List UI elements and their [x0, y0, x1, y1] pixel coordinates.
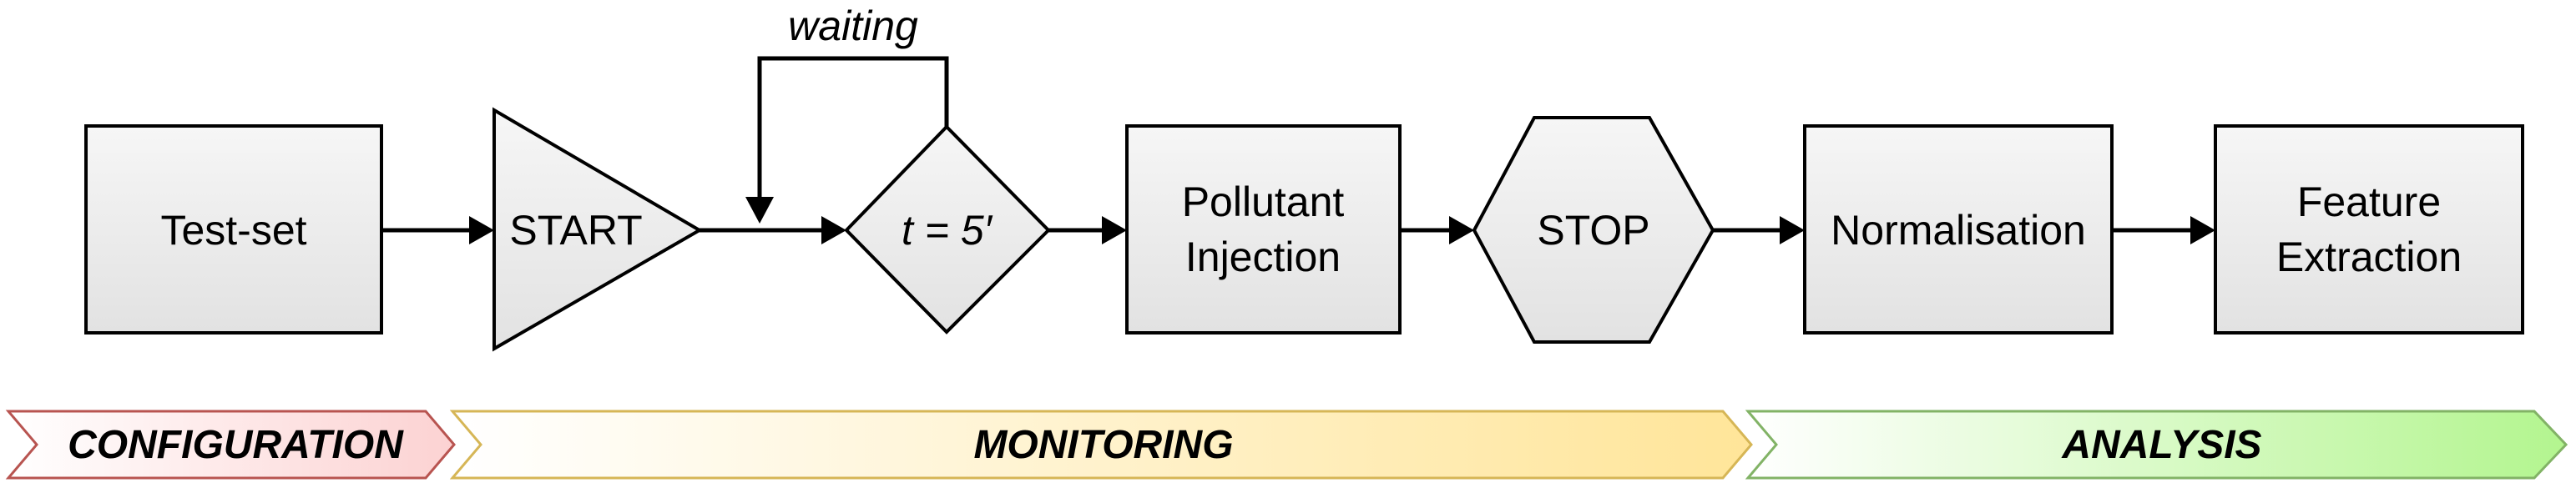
pollutant-injection-label-line2: Injection [1185, 234, 1341, 280]
decision-node: t = 5′ [844, 124, 1051, 335]
test-set-label: Test-set [160, 207, 306, 254]
phase-monitoring-label: MONITORING [973, 423, 1233, 467]
start-label: START [509, 207, 642, 254]
phase-configuration-label: CONFIGURATION [68, 423, 404, 467]
arrow-stop-to-normalisation [1713, 216, 1805, 244]
waiting-label: waiting [788, 3, 918, 49]
waiting-loop-arrow [745, 56, 949, 224]
connectors [381, 56, 2215, 244]
pollutant-injection-label-line1: Pollutant [1182, 179, 1345, 225]
phase-analysis: ANALYSIS [1745, 410, 2568, 480]
arrow-testset-to-start [381, 216, 494, 244]
stop-node: STOP [1472, 116, 1715, 344]
stop-label: STOP [1537, 207, 1649, 254]
feature-extraction-label-line1: Feature [2297, 179, 2441, 225]
pollutant-injection-node: Pollutant Injection [1125, 124, 1402, 335]
normalisation-label: Normalisation [1831, 207, 2086, 254]
start-node: START [492, 107, 703, 352]
test-set-node: Test-set [84, 124, 383, 335]
phase-configuration: CONFIGURATION [5, 410, 456, 480]
arrow-start-to-decision [700, 216, 846, 244]
arrow-pollutant-to-stop [1400, 216, 1474, 244]
feature-extraction-node: Feature Extraction [2214, 124, 2524, 335]
phase-analysis-label: ANALYSIS [2061, 423, 2261, 467]
feature-extraction-label-line2: Extraction [2276, 234, 2462, 280]
arrow-decision-to-pollutant [1048, 216, 1127, 244]
normalisation-node: Normalisation [1803, 124, 2114, 335]
decision-label: t = 5′ [902, 207, 993, 254]
phase-monitoring: MONITORING [449, 410, 1753, 480]
arrow-normalisation-to-feature [2112, 216, 2215, 244]
